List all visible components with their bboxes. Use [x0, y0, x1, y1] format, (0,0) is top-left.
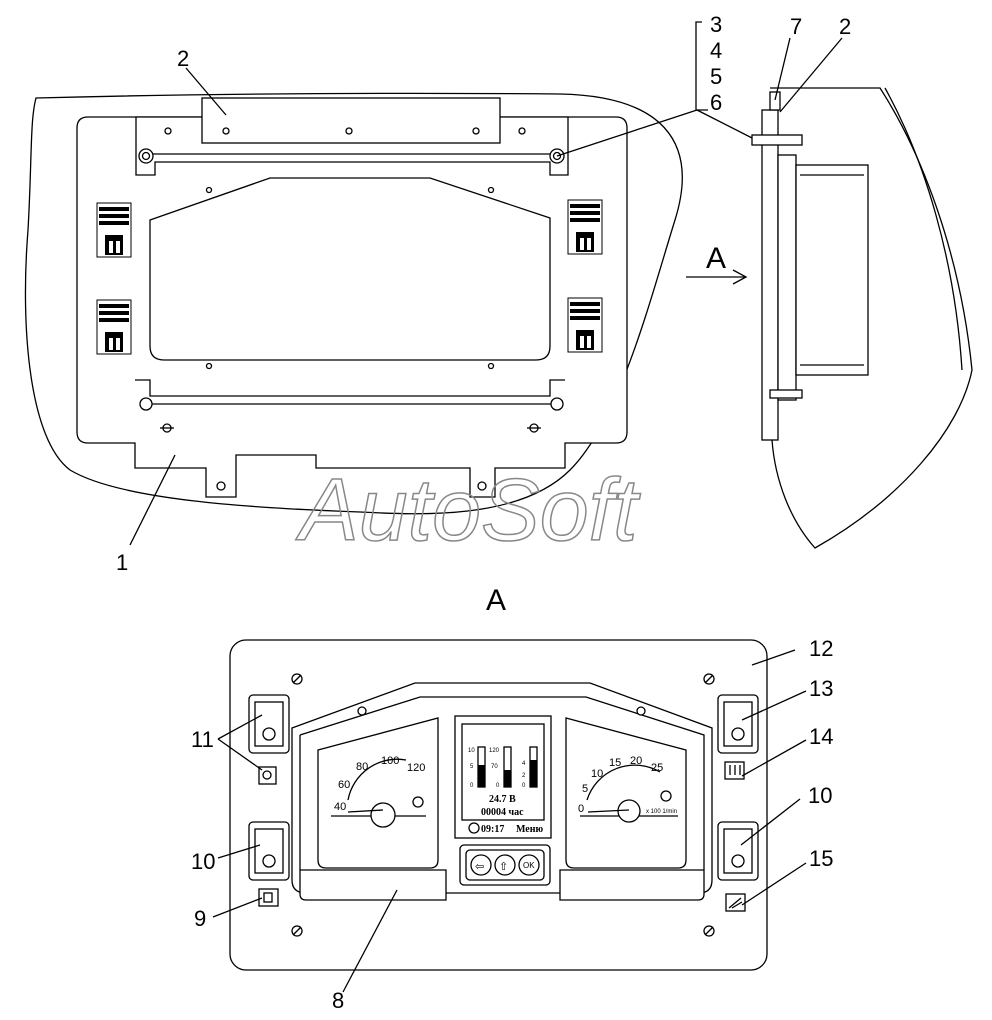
coolant-icon [412, 796, 424, 808]
callout-12: 12 [809, 636, 833, 661]
tick-label: 100 [381, 755, 399, 767]
wiper-icon [725, 893, 746, 912]
instrument-body-side [795, 164, 869, 376]
callout-10: 10 [808, 783, 832, 808]
callout-15: 15 [809, 846, 833, 871]
voltage-readout: 24.7 В [489, 794, 516, 805]
view-section-label: A [486, 584, 506, 617]
rocker-switch-right-top[interactable] [717, 694, 759, 754]
tachometer-gauge [565, 717, 687, 869]
panel-screw [291, 673, 715, 937]
callout-5: 5 [710, 64, 722, 89]
bar-scale: 0 [496, 783, 500, 789]
tick-label: 25 [651, 762, 663, 774]
bar-scale: 0 [522, 783, 526, 789]
rear-window-heater-icon [724, 761, 745, 780]
hours-readout: 00004 час [481, 807, 524, 818]
clock-icon [468, 822, 480, 834]
svg-text:⇧: ⇧ [499, 861, 508, 873]
fuel-heater-icon [258, 888, 279, 907]
rpm-unit: x 100 1/min [646, 809, 677, 815]
callout-2: 2 [839, 14, 851, 39]
svg-text:OK: OK [523, 861, 535, 870]
up-button[interactable]: ⇧ [494, 854, 516, 876]
bar-indicators [477, 746, 538, 788]
callout-10: 10 [191, 849, 215, 874]
menu-label: Меню [516, 824, 544, 835]
cabin-side-profile [770, 87, 973, 549]
tick-label: 0 [578, 803, 584, 815]
callout-8: 8 [332, 988, 344, 1013]
callout-3: 3 [710, 12, 722, 37]
view-arrow-label: A [706, 242, 726, 275]
svg-text:⇦: ⇦ [475, 861, 484, 873]
bar-scale: 2 [522, 773, 526, 779]
tick-label: 40 [334, 801, 346, 813]
bar-scale: 5 [470, 764, 474, 770]
back-button[interactable]: ⇦ [470, 854, 492, 876]
tick-label: 60 [338, 779, 350, 791]
callout-13: 13 [809, 676, 833, 701]
engine-icon [660, 790, 672, 802]
rocker-switch-left-top[interactable] [248, 694, 290, 754]
callout-11: 11 [191, 727, 214, 752]
ok-button[interactable]: OK [518, 854, 540, 876]
bar-scale: 0 [470, 783, 474, 789]
bolt-nut [138, 148, 565, 164]
callout-2: 2 [177, 46, 189, 71]
tick-label: 80 [356, 761, 368, 773]
callout-7: 7 [790, 14, 802, 39]
lower-bracket [135, 379, 565, 397]
tick-label: 20 [630, 755, 642, 767]
coolant-temp-gauge [317, 717, 439, 869]
callout-6: 6 [710, 90, 722, 115]
watermark: AutoSoft [295, 460, 641, 559]
warning-lamp-icon [258, 766, 277, 785]
clock-readout: 09:17 [481, 824, 504, 835]
callout-14: 14 [809, 724, 833, 749]
callout-4: 4 [710, 38, 722, 63]
rocker-switch-left-bottom[interactable] [248, 821, 290, 881]
bracket-plate-2 [201, 97, 501, 144]
bar-scale: 120 [489, 748, 500, 754]
bar-scale: 10 [468, 748, 475, 754]
rocker-switch-right-bottom[interactable] [717, 821, 759, 881]
display-cutout [149, 177, 551, 361]
bar-scale: 4 [522, 761, 526, 767]
cabin-outline [24, 92, 683, 515]
callout-1: 1 [116, 550, 128, 575]
bar-scale: 70 [491, 764, 498, 770]
tick-label: 120 [407, 762, 425, 774]
tick-label: 10 [591, 768, 603, 780]
tick-label: 15 [609, 757, 621, 769]
callout-9: 9 [194, 906, 206, 931]
connector-block [96, 199, 603, 355]
tick-label: 5 [582, 783, 588, 795]
